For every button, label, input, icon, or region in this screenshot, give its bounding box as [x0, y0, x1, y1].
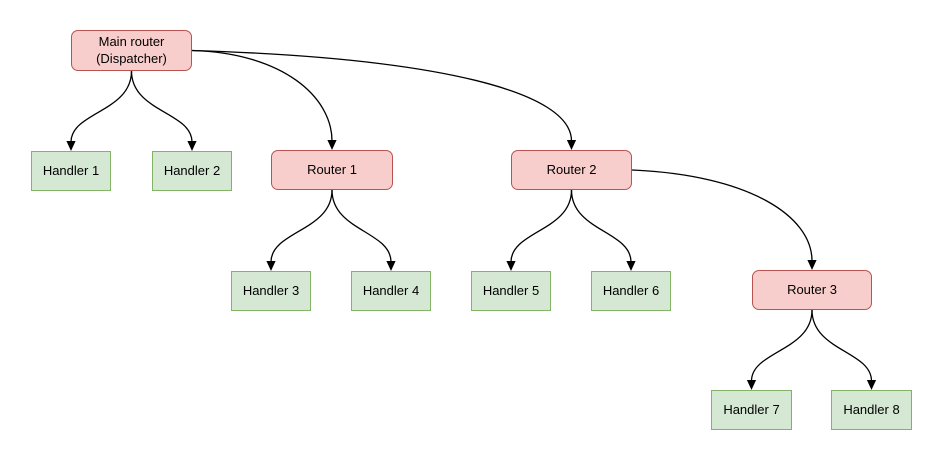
node-main-router: Main router (Dispatcher)	[71, 30, 192, 71]
edge-main-router-to-handler-1-arrowhead	[66, 141, 76, 151]
node-router-3: Router 3	[752, 270, 872, 310]
edge-router-3-to-handler-7-arrowhead	[746, 380, 757, 390]
node-handler-7: Handler 7	[711, 390, 792, 430]
edge-router-3-to-handler-8-arrowhead	[866, 380, 877, 390]
node-router-2: Router 2	[511, 150, 632, 190]
edge-router-3-to-handler-8	[811, 309, 873, 382]
handler-7-label: Handler 7	[723, 401, 780, 417]
edge-router-2-to-handler-5-arrowhead	[506, 261, 516, 271]
edge-router-2-to-router-3-arrowhead	[807, 260, 817, 270]
edge-main-router-to-handler-2	[130, 70, 193, 143]
edge-router-3-to-handler-7	[750, 309, 813, 382]
handler-1-label: Handler 1	[42, 162, 100, 178]
edge-main-router-to-router-1	[191, 49, 333, 142]
handler-4-label: Handler 4	[362, 282, 420, 298]
edge-main-router-to-handler-2-arrowhead	[187, 141, 197, 151]
node-handler-2: Handler 2	[152, 151, 232, 191]
edge-main-router-to-handler-1	[70, 70, 133, 143]
router-2-label: Router 2	[546, 161, 597, 177]
main-router-label-line1: Main router	[98, 34, 165, 50]
main-router-label-line2: (Dispatcher)	[96, 50, 167, 66]
handler-6-label: Handler 6	[602, 282, 660, 298]
edge-main-router-to-router-2-arrowhead	[566, 140, 577, 150]
handler-3-label: Handler 3	[242, 282, 300, 298]
node-handler-3: Handler 3	[231, 271, 311, 311]
node-handler-5: Handler 5	[471, 271, 551, 311]
handler-8-label: Handler 8	[843, 401, 900, 417]
edge-router-1-to-handler-3	[270, 189, 333, 263]
node-handler-1: Handler 1	[31, 151, 111, 191]
node-router-1: Router 1	[271, 150, 393, 190]
edge-main-router-to-router-1-arrowhead	[327, 140, 337, 150]
handler-5-label: Handler 5	[482, 282, 540, 298]
handler-2-label: Handler 2	[163, 162, 221, 178]
edge-router-1-to-handler-4-arrowhead	[386, 261, 396, 271]
edge-router-2-to-handler-6-arrowhead	[626, 261, 636, 271]
router-3-label: Router 3	[787, 281, 837, 297]
edge-router-2-to-handler-6	[570, 189, 632, 263]
node-handler-8: Handler 8	[831, 390, 912, 430]
edge-router-1-to-handler-4	[331, 189, 392, 263]
router-1-label: Router 1	[307, 161, 357, 177]
edge-router-1-to-handler-3-arrowhead	[266, 261, 276, 271]
node-handler-4: Handler 4	[351, 271, 431, 311]
edge-router-2-to-handler-5	[510, 189, 573, 263]
edge-router-2-to-router-3	[631, 169, 813, 262]
node-handler-6: Handler 6	[591, 271, 671, 311]
edge-main-router-to-router-2	[191, 49, 573, 142]
